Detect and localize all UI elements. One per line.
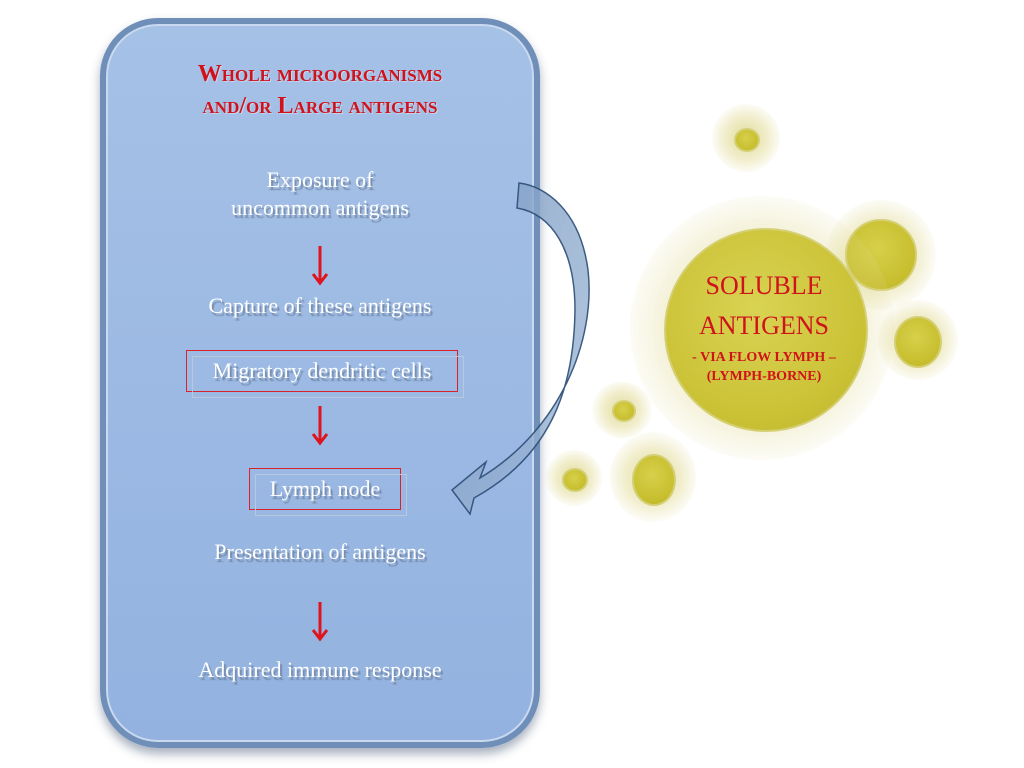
step-response: Adquired immune response [198,657,442,682]
step-migratory: Migratory dendritic cells [212,358,432,383]
antigen-blob [610,432,696,522]
step-exposure: Exposure of uncommon antigens [100,166,540,222]
soluble-antigens-title: SOLUBLE ANTIGENS [664,266,864,346]
step-lymph-node: Lymph node [269,476,381,501]
panel-title: Whole microorganisms and/or Large antige… [100,58,540,122]
migratory-dendritic-cells-box: Migratory dendritic cells [186,350,464,398]
antigen-blob [592,382,652,438]
step-exposure-line2: uncommon antigens [231,195,409,220]
lymph-node-box: Lymph node [249,468,407,516]
down-arrow-icon [311,406,329,446]
soluble-sub-line2: (LYMPH-BORNE) [706,369,822,384]
soluble-antigens-subtitle: - VIA FLOW LYMPH – (LYMPH-BORNE) [664,348,864,386]
step-capture: Capture of these antigens [208,293,432,318]
step-presentation: Presentation of antigens [214,539,426,564]
soluble-antigens-circle [664,228,868,432]
panel-title-line2: and/or Large antigens [202,93,438,119]
soluble-sub-line1: - VIA FLOW LYMPH – [692,350,836,365]
soluble-title-line1: SOLUBLE [705,271,823,300]
down-arrow-icon [311,246,329,286]
step-exposure-line1: Exposure of [266,167,374,192]
panel-title-line1: Whole microorganisms [197,61,443,87]
antigen-blob [712,104,780,172]
down-arrow-icon [311,602,329,642]
soluble-title-line2: ANTIGENS [699,311,829,340]
antigen-blob [546,450,602,506]
